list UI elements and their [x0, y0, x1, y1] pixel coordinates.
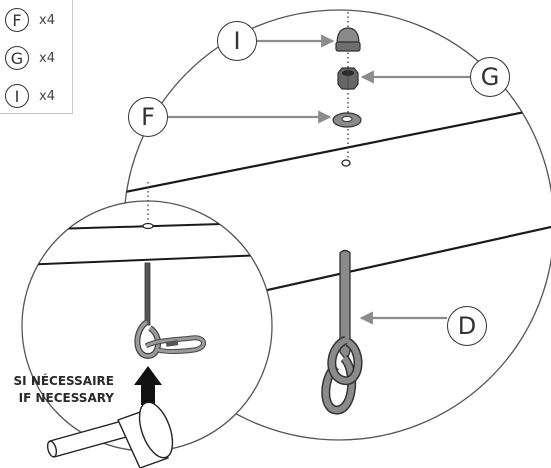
- legend-quantity-i: x4: [39, 88, 55, 104]
- eye-bolt-with-hook: [134, 262, 206, 360]
- if-necessary-note: SI NÉCESSAIRE IF NECESSARY: [6, 373, 114, 407]
- hammer-tool: [46, 401, 174, 468]
- parts-legend: F x4 G x4 I x4: [0, 0, 73, 114]
- legend-item-g: G x4: [5, 45, 55, 71]
- eye-bolt-part: [321, 249, 363, 415]
- legend-letter-f: F: [5, 8, 29, 32]
- beam-top-edge: [124, 103, 551, 197]
- upward-force-arrow: [134, 366, 162, 405]
- hex-nut-part: [337, 67, 359, 90]
- beam-hole: [341, 159, 351, 167]
- callout-d: D: [447, 306, 487, 346]
- callout-g: G: [470, 57, 510, 97]
- legend-quantity-g: x4: [39, 50, 55, 66]
- legend-letter-i: I: [5, 84, 29, 108]
- note-line-english: IF NECESSARY: [18, 391, 114, 405]
- callout-f: F: [128, 97, 168, 137]
- legend-quantity-f: x4: [39, 12, 55, 28]
- legend-item-i: I x4: [5, 83, 55, 109]
- cap-nut-part: [335, 27, 361, 52]
- legend-item-f: F x4: [5, 7, 55, 33]
- washer-part: [332, 112, 362, 128]
- small-beam-hole: [142, 222, 154, 230]
- note-line-french: SI NÉCESSAIRE: [13, 374, 114, 388]
- small-beam-bottom-edge: [22, 253, 272, 266]
- legend-letter-g: G: [5, 46, 29, 70]
- small-detail-view: [21, 182, 273, 468]
- callout-i: I: [217, 21, 257, 61]
